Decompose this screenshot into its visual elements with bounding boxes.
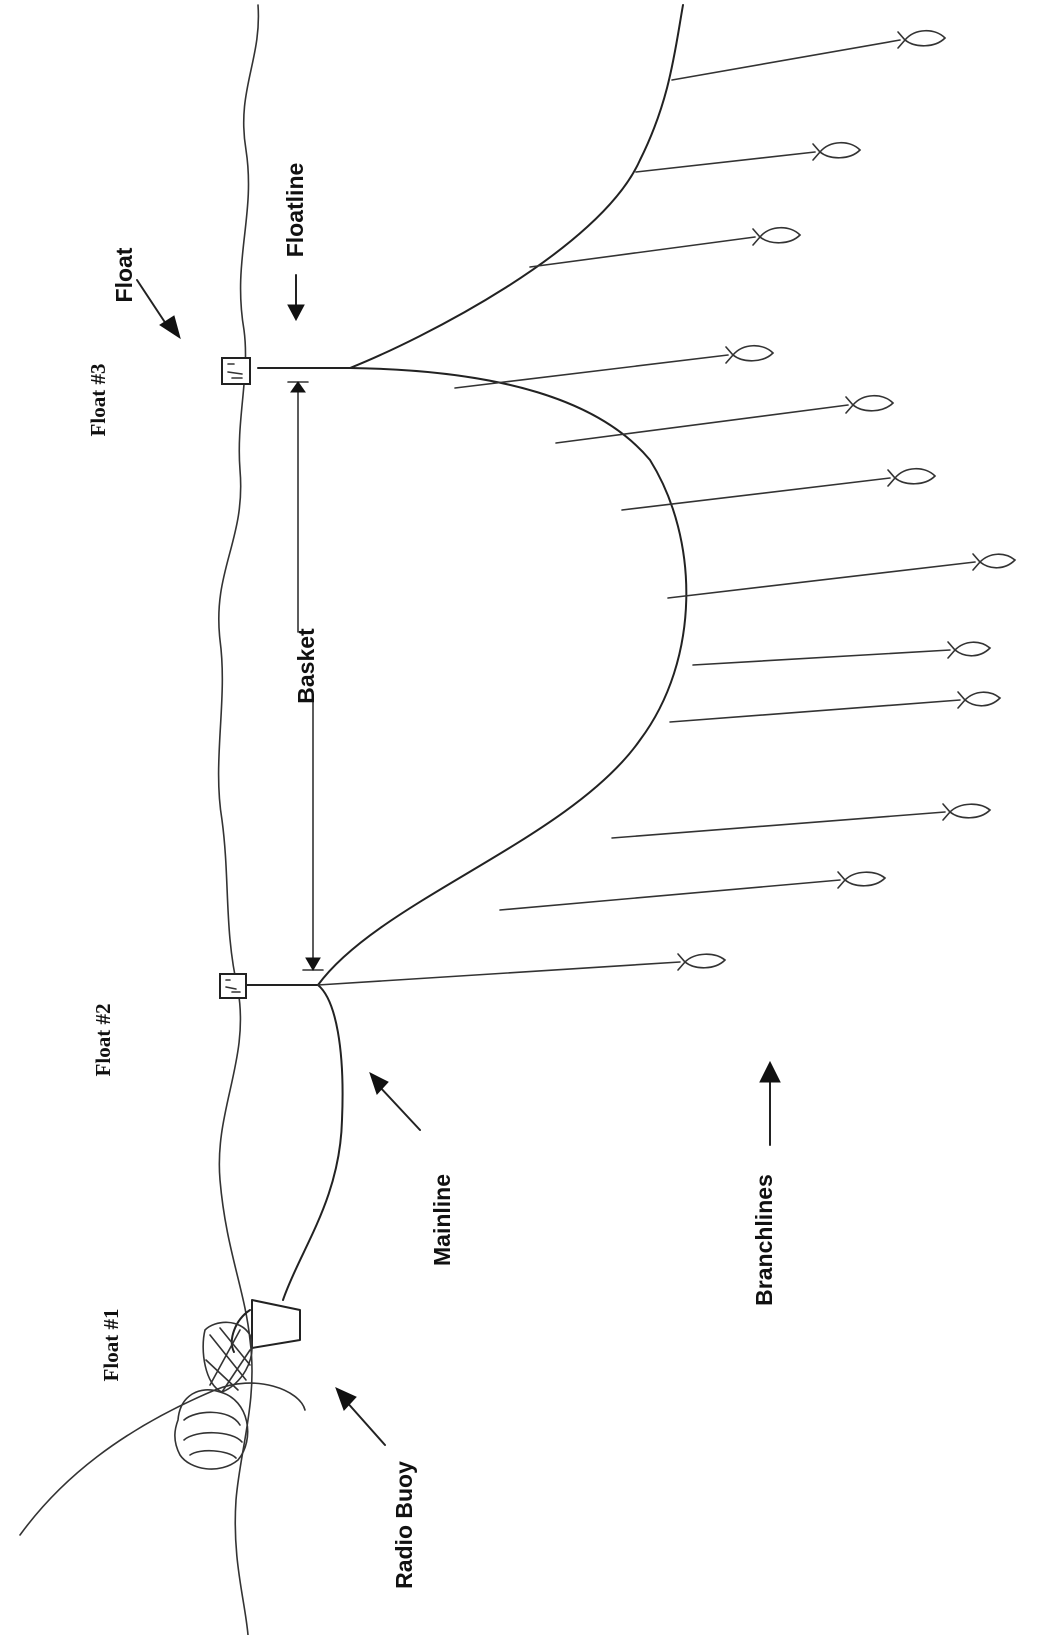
float-2-icon	[219, 973, 247, 999]
fish-icon	[972, 553, 1017, 571]
sea-surface-line	[217, 4, 260, 1635]
branchline	[611, 811, 946, 839]
branchline	[692, 649, 951, 666]
fish-icon	[897, 29, 947, 49]
fish-icon	[942, 803, 992, 821]
float-arrow-icon	[136, 279, 181, 340]
branchline	[621, 477, 891, 511]
fish-icon	[887, 467, 937, 487]
basket-dimension	[287, 381, 324, 971]
fish-icon	[947, 641, 992, 659]
fish-icon	[837, 871, 887, 889]
radio-buoy-icon	[174, 1299, 301, 1470]
fish-icon	[677, 953, 727, 971]
branchline	[529, 236, 756, 268]
fish-icon	[725, 344, 775, 364]
fish-icon	[957, 691, 1002, 709]
branchline	[317, 961, 681, 986]
floatline-arrow-icon	[287, 274, 305, 322]
branchline	[667, 561, 976, 599]
radio-buoy-label: Radio Buoy	[391, 1461, 417, 1589]
floatline-label: Floatline	[282, 163, 308, 258]
basket-label: Basket	[293, 628, 319, 704]
mainline-arrow-icon	[369, 1072, 421, 1131]
fish-icon	[752, 226, 802, 246]
float-label: Float	[111, 247, 137, 302]
branchline	[555, 404, 849, 444]
fish-icons	[677, 29, 1017, 971]
branchlines-arrow-icon	[759, 1060, 781, 1146]
mainline-path	[282, 4, 688, 1301]
mainline-label: Mainline	[429, 1174, 455, 1266]
radio-buoy-arrow-icon	[335, 1387, 386, 1446]
float-1-label: Float #1	[99, 1309, 123, 1382]
branchline	[454, 354, 729, 389]
buoy-tether-curve	[19, 1382, 306, 1536]
branchlines-label: Branchlines	[751, 1174, 777, 1306]
float-2-label: Float #2	[91, 1004, 115, 1077]
fish-icon	[812, 141, 862, 161]
branchline	[669, 699, 961, 723]
branchline	[671, 39, 901, 81]
fish-icon	[845, 394, 895, 414]
float-3-label: Float #3	[86, 364, 110, 437]
float-3-icon	[221, 357, 251, 385]
branchlines-group	[317, 39, 976, 986]
branchline	[635, 151, 816, 173]
branchline	[499, 879, 841, 911]
